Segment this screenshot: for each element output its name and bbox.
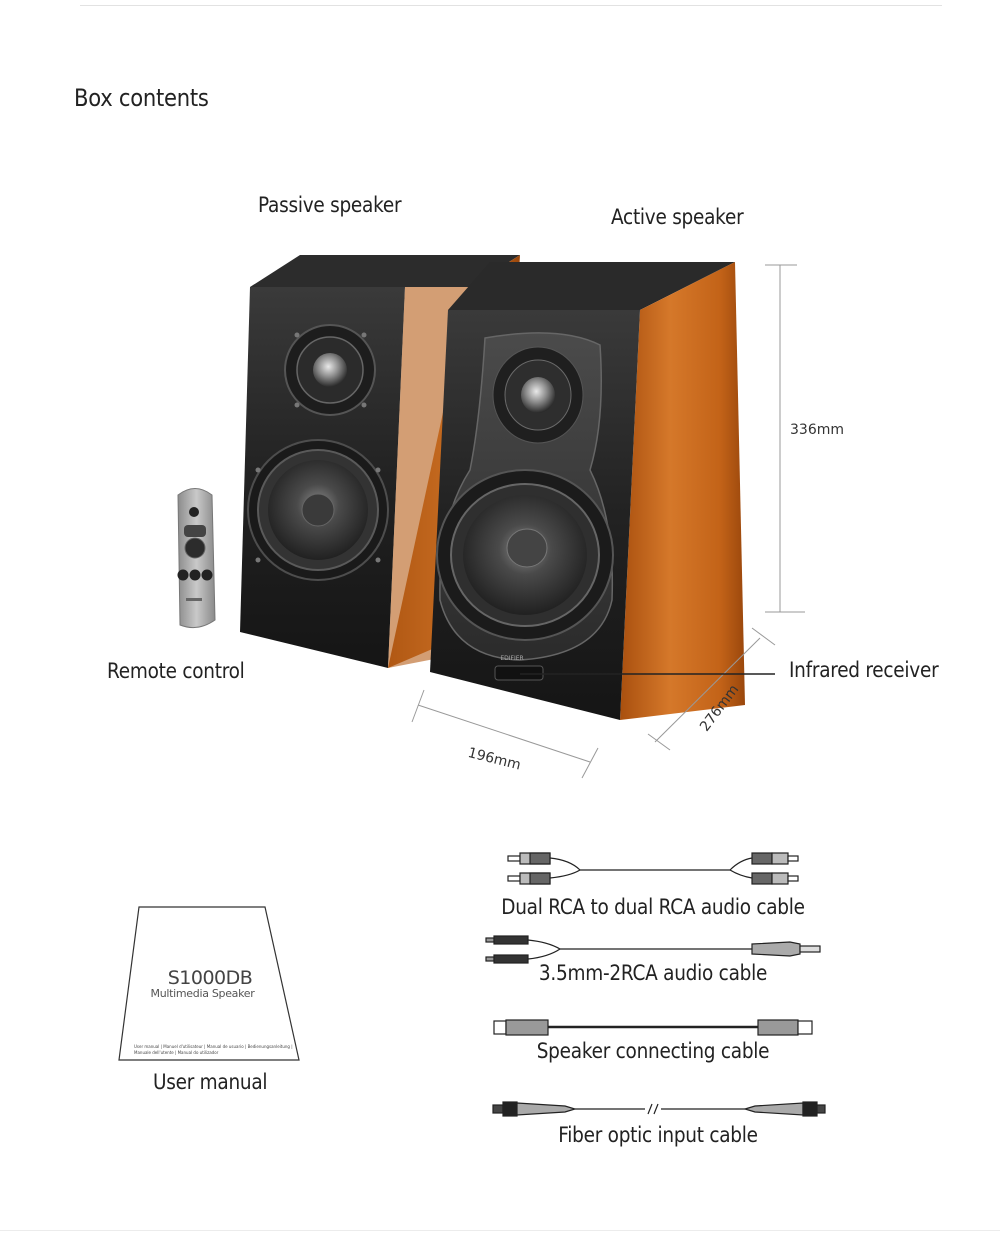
- section-title: Box contents: [74, 84, 209, 112]
- speaker-cable: [493, 1019, 813, 1036]
- dimension-height: 336mm: [790, 422, 844, 438]
- bottom-divider: [0, 1230, 1000, 1231]
- manual-model: S1000DB: [167, 967, 253, 989]
- label-optical-cable: Fiber optic input cable: [558, 1123, 758, 1147]
- label-rca-dual-cable: Dual RCA to dual RCA audio cable: [501, 895, 805, 919]
- aux-rca-cable: [485, 935, 821, 964]
- label-speaker-cable: Speaker connecting cable: [536, 1039, 770, 1063]
- svg-text:EDIFIER: EDIFIER: [500, 655, 523, 662]
- dimension-lines: [411, 264, 805, 779]
- manual-subtitle: Multimedia Speaker: [150, 987, 255, 1000]
- top-divider: [80, 5, 942, 6]
- user-manual-image: [118, 906, 300, 1061]
- label-active-speaker: Active speaker: [611, 205, 744, 229]
- label-aux-rca-cable: 3.5mm-2RCA audio cable: [538, 961, 768, 985]
- label-passive-speaker: Passive speaker: [258, 193, 402, 217]
- remote-control-image: [177, 488, 216, 629]
- label-infrared-receiver: Infrared receiver: [789, 658, 939, 682]
- optical-cable: [492, 1101, 826, 1117]
- speakers-illustration: EDIFIER: [177, 255, 805, 779]
- manual-languages-2: Manuale dell'utente | Manual do utilizad…: [134, 1050, 219, 1055]
- active-speaker: EDIFIER: [430, 262, 745, 720]
- manual-languages-1: User manual | Manuel d'utilisateur | Man…: [134, 1044, 293, 1049]
- label-remote-control: Remote control: [107, 659, 245, 683]
- rca-dual-cable: [507, 852, 799, 885]
- cables-illustration: [485, 852, 826, 1117]
- label-user-manual: User manual: [153, 1070, 268, 1094]
